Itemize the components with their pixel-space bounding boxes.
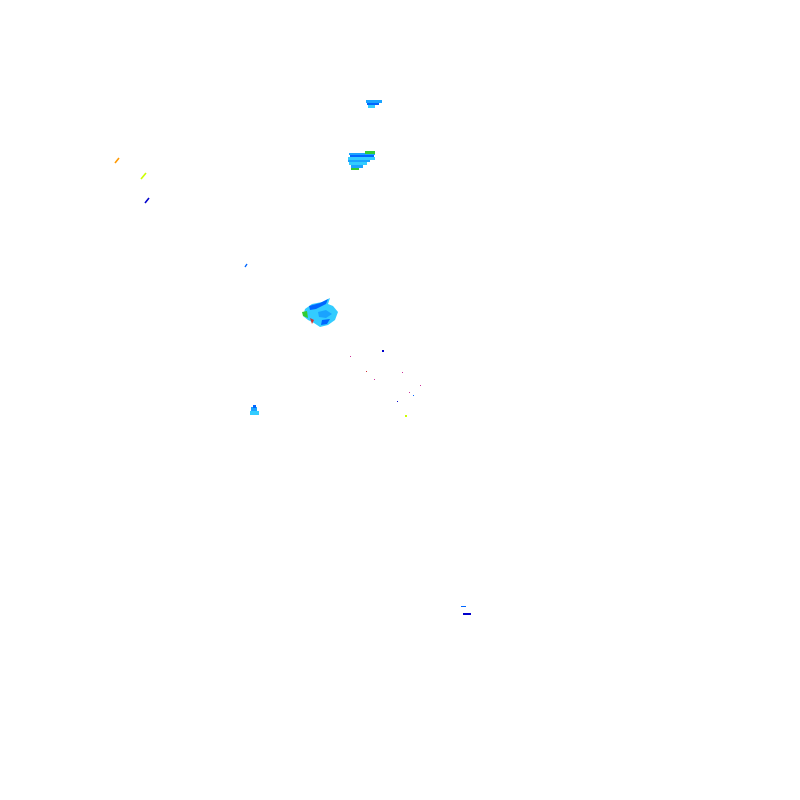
echo-cell-center xyxy=(302,298,338,327)
streak-orange xyxy=(114,157,120,164)
speckle-cluster xyxy=(350,350,421,417)
echo-cell-southwest xyxy=(250,405,259,415)
echo-cell-south xyxy=(461,606,471,615)
echo-cell-north-large xyxy=(348,151,375,170)
streak-yellow xyxy=(140,172,147,180)
streak-small-blue xyxy=(244,263,248,268)
echo-cell-north xyxy=(366,100,382,108)
streak-dark-blue xyxy=(144,197,150,204)
